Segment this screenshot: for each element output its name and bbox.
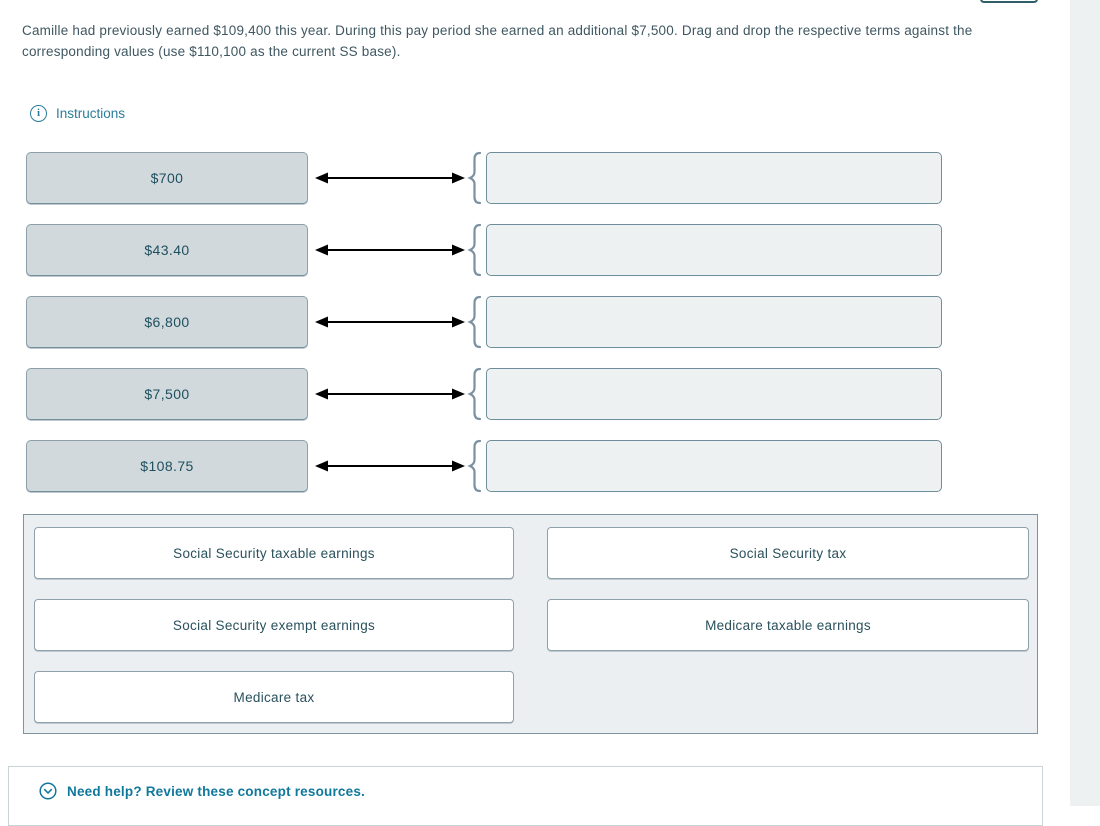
instructions-label: Instructions [56, 106, 126, 121]
brace-icon [467, 295, 482, 349]
value-chip[interactable]: $43.40 [26, 224, 308, 276]
top-button-partial[interactable] [980, 0, 1038, 3]
double-arrow-icon [315, 460, 465, 472]
drop-zone[interactable] [486, 224, 942, 276]
value-chip[interactable]: $108.75 [26, 440, 308, 492]
term-social-security-taxable-earnings[interactable]: Social Security taxable earnings [34, 527, 514, 579]
term-bank: Social Security taxable earnings Social … [23, 514, 1038, 734]
drop-zone[interactable] [486, 296, 942, 348]
term-social-security-tax[interactable]: Social Security tax [547, 527, 1029, 579]
double-arrow-icon [315, 316, 465, 328]
drop-zone[interactable] [486, 440, 942, 492]
info-icon: i [30, 105, 47, 122]
term-social-security-exempt-earnings[interactable]: Social Security exempt earnings [34, 599, 514, 651]
double-arrow-icon [315, 244, 465, 256]
term-medicare-tax[interactable]: Medicare tax [34, 671, 514, 723]
brace-icon [467, 223, 482, 277]
value-chip[interactable]: $6,800 [26, 296, 308, 348]
double-arrow-icon [315, 388, 465, 400]
brace-icon [467, 439, 482, 493]
need-help-label: Need help? Review these concept resource… [67, 783, 366, 799]
brace-icon [467, 367, 482, 421]
drop-zone[interactable] [486, 152, 942, 204]
drop-zone[interactable] [486, 368, 942, 420]
brace-icon [467, 151, 482, 205]
value-chip[interactable]: $700 [26, 152, 308, 204]
chevron-down-icon [39, 782, 57, 800]
instructions-link[interactable]: i Instructions [30, 105, 125, 122]
help-panel: Need help? Review these concept resource… [8, 766, 1043, 826]
question-text: Camille had previously earned $109,400 t… [22, 23, 973, 59]
page-gutter [1070, 0, 1100, 806]
value-chip[interactable]: $7,500 [26, 368, 308, 420]
term-medicare-taxable-earnings[interactable]: Medicare taxable earnings [547, 599, 1029, 651]
need-help-link[interactable]: Need help? Review these concept resource… [39, 782, 365, 800]
double-arrow-icon [315, 172, 465, 184]
